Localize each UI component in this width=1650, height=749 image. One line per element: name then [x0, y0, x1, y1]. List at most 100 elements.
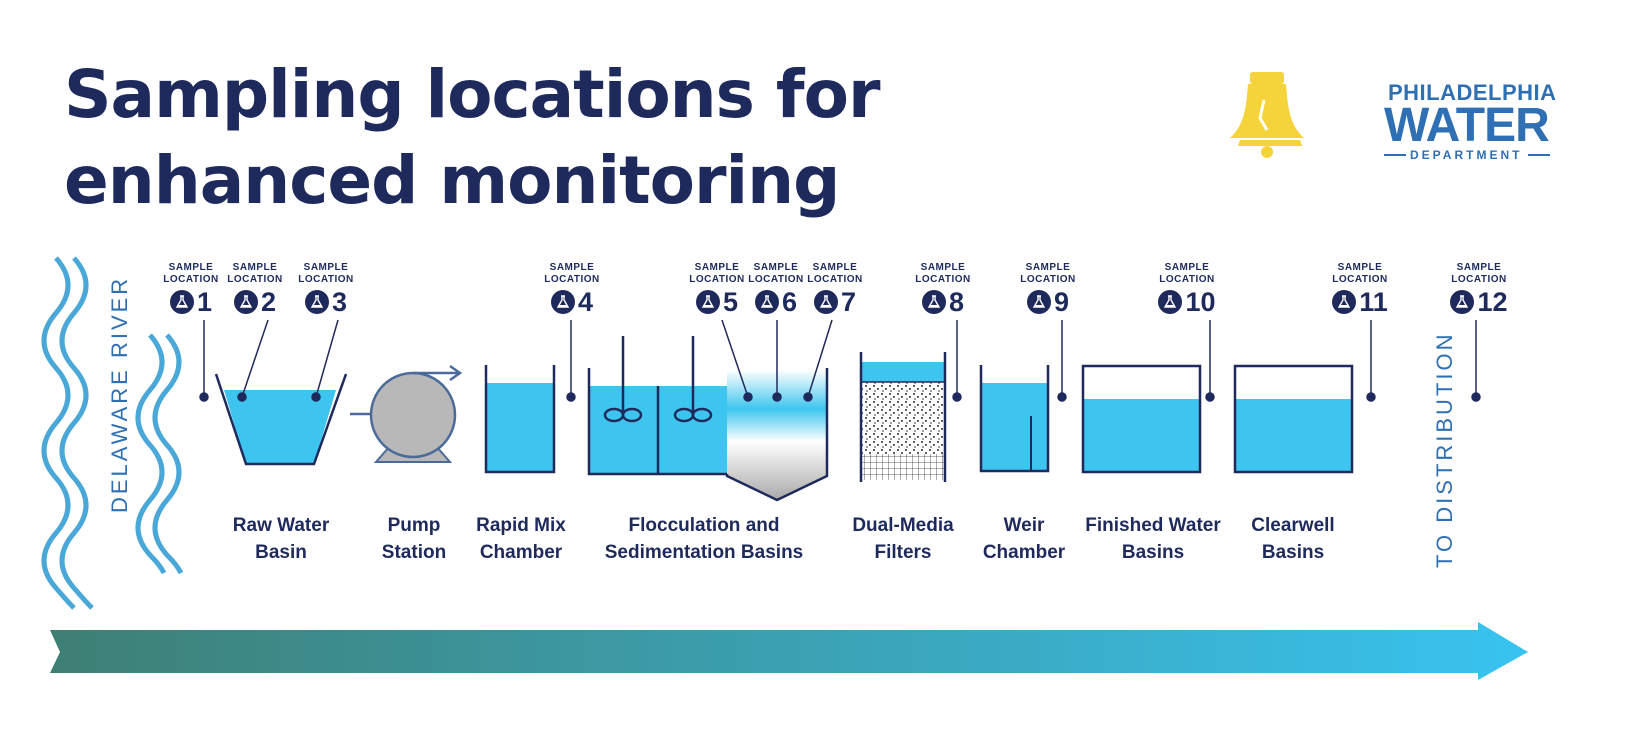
leader-dot-6	[772, 392, 782, 402]
sample-label-line2: LOCATION	[163, 274, 219, 285]
sample-location-8: SAMPLE LOCATION 8	[903, 262, 983, 316]
sample-location-1: SAMPLE LOCATION 1	[151, 262, 231, 316]
flask-icon	[813, 290, 838, 314]
flask-icon	[695, 290, 720, 314]
river-wave	[41, 256, 76, 610]
leader-dot-11	[1366, 392, 1376, 402]
leader-dot-12	[1471, 392, 1481, 402]
stage-label-line2: Basin	[255, 542, 307, 563]
flask-icon	[169, 290, 194, 314]
flask-icon	[550, 290, 575, 314]
sample-location-6: SAMPLE LOCATION 6	[736, 262, 816, 316]
finished-water-basin-graphic	[1081, 364, 1202, 474]
sample-location-11: SAMPLE LOCATION 11	[1320, 262, 1400, 316]
stage-label-line2: Basins	[1121, 542, 1185, 563]
flask-icon	[754, 290, 779, 314]
title-line-1: Sampling locations for	[64, 56, 881, 133]
sample-label-line2: LOCATION	[544, 274, 600, 285]
river-label: DELAWARE RIVER	[107, 275, 132, 513]
pump-station-graphic	[350, 364, 463, 463]
weir-chamber-graphic	[979, 365, 1050, 473]
flask-icon	[233, 290, 258, 314]
sample-label-line1: SAMPLE	[168, 262, 214, 273]
sample-location-2: SAMPLE LOCATION 2	[215, 262, 295, 316]
sample-label-line2: LOCATION	[298, 274, 354, 285]
sample-location-5: SAMPLE LOCATION 5	[677, 262, 757, 316]
clearwell-basin-graphic	[1233, 364, 1354, 474]
river-wave	[152, 333, 184, 575]
flow-arrow	[50, 622, 1528, 680]
stage-label-line1: Finished Water	[1085, 515, 1221, 536]
flocculation-basin-graphic	[587, 336, 727, 476]
sample-label-line1: SAMPLE	[920, 262, 966, 273]
river-wave	[59, 256, 94, 610]
leader-line-5	[721, 319, 749, 398]
sample-label-line1: SAMPLE	[753, 262, 799, 273]
leader-dot-3	[311, 392, 321, 402]
logo-line-1: PHILADELPHIA	[1388, 80, 1557, 105]
sample-number: 12	[1477, 287, 1508, 317]
flask-icon	[1332, 290, 1357, 314]
leader-dot-2	[237, 392, 247, 402]
sample-label-line2: LOCATION	[1159, 274, 1215, 285]
stage-label-clearwell-basins: Clearwell Basins	[1233, 512, 1353, 566]
stage-label-line2: Basins	[1261, 542, 1325, 563]
sample-number: 7	[840, 287, 857, 317]
flask-icon	[1450, 290, 1475, 314]
leader-dot-5	[743, 392, 753, 402]
sample-number: 6	[781, 287, 798, 317]
leader-line-2	[241, 319, 269, 398]
liberty-bell-icon	[1230, 72, 1304, 158]
sample-label-line2: LOCATION	[1332, 274, 1388, 285]
sample-label-line2: LOCATION	[1020, 274, 1076, 285]
leader-dot-4	[566, 392, 576, 402]
sample-label-line1: SAMPLE	[232, 262, 278, 273]
sample-location-10: SAMPLE LOCATION 10	[1147, 262, 1227, 316]
stage-label-raw-water-basin: Raw Water Basin	[216, 512, 346, 566]
logo-rule-right	[1528, 154, 1550, 156]
sample-label-line1: SAMPLE	[1164, 262, 1210, 273]
sample-label-line1: SAMPLE	[694, 262, 740, 273]
sample-number: 3	[331, 287, 348, 317]
stage-label-line2: Filters	[874, 542, 932, 563]
stage-label-line2: Chamber	[479, 542, 563, 563]
stage-label-line2: Station	[381, 542, 447, 563]
leader-line-3	[315, 319, 339, 398]
leader-dot-8	[952, 392, 962, 402]
stage-label-line2: Sedimentation Basins	[604, 542, 804, 563]
sample-number: 4	[577, 287, 594, 317]
sample-location-3: SAMPLE LOCATION 3	[286, 262, 366, 316]
sample-number: 1	[196, 287, 213, 317]
flask-icon	[1026, 290, 1051, 314]
leader-dot-10	[1205, 392, 1215, 402]
raw-water-basin-graphic	[214, 373, 348, 466]
sample-label-line1: SAMPLE	[303, 262, 349, 273]
stage-label-line1: Raw Water	[232, 515, 330, 536]
stage-label-line1: Dual-Media	[852, 515, 954, 536]
stage-label-line1: Clearwell	[1251, 515, 1335, 536]
leader-dot-7	[803, 392, 813, 402]
stage-label-pump-station: Pump Station	[364, 512, 464, 566]
sample-label-line2: LOCATION	[1451, 274, 1507, 285]
pwd-logo: PHILADELPHIA WATER DEPARTMENT	[1230, 70, 1560, 170]
sample-location-7: SAMPLE LOCATION 7	[795, 262, 875, 316]
sample-label-line1: SAMPLE	[812, 262, 858, 273]
sample-label-line1: SAMPLE	[1025, 262, 1071, 273]
sample-label-line2: LOCATION	[915, 274, 971, 285]
stage-label-weir-chamber: Weir Chamber	[974, 512, 1074, 566]
sample-number: 10	[1185, 287, 1216, 317]
sample-location-9: SAMPLE LOCATION 9	[1008, 262, 1088, 316]
sample-label-line1: SAMPLE	[549, 262, 595, 273]
sample-label-line1: SAMPLE	[1337, 262, 1383, 273]
sample-location-4: SAMPLE LOCATION 4	[532, 262, 612, 316]
stage-label-rapid-mix-chamber: Rapid Mix Chamber	[466, 512, 576, 566]
stage-label-finished-water-basins: Finished Water Basins	[1078, 512, 1228, 566]
distribution-label: TO DISTRIBUTION	[1432, 331, 1457, 569]
stage-label-line1: Flocculation and	[628, 515, 780, 536]
leader-dot-1	[199, 392, 209, 402]
sample-number: 8	[948, 287, 965, 317]
sample-number: 5	[722, 287, 739, 317]
logo-line-2: WATER	[1384, 99, 1550, 152]
stage-label-line1: Weir	[1003, 515, 1045, 536]
